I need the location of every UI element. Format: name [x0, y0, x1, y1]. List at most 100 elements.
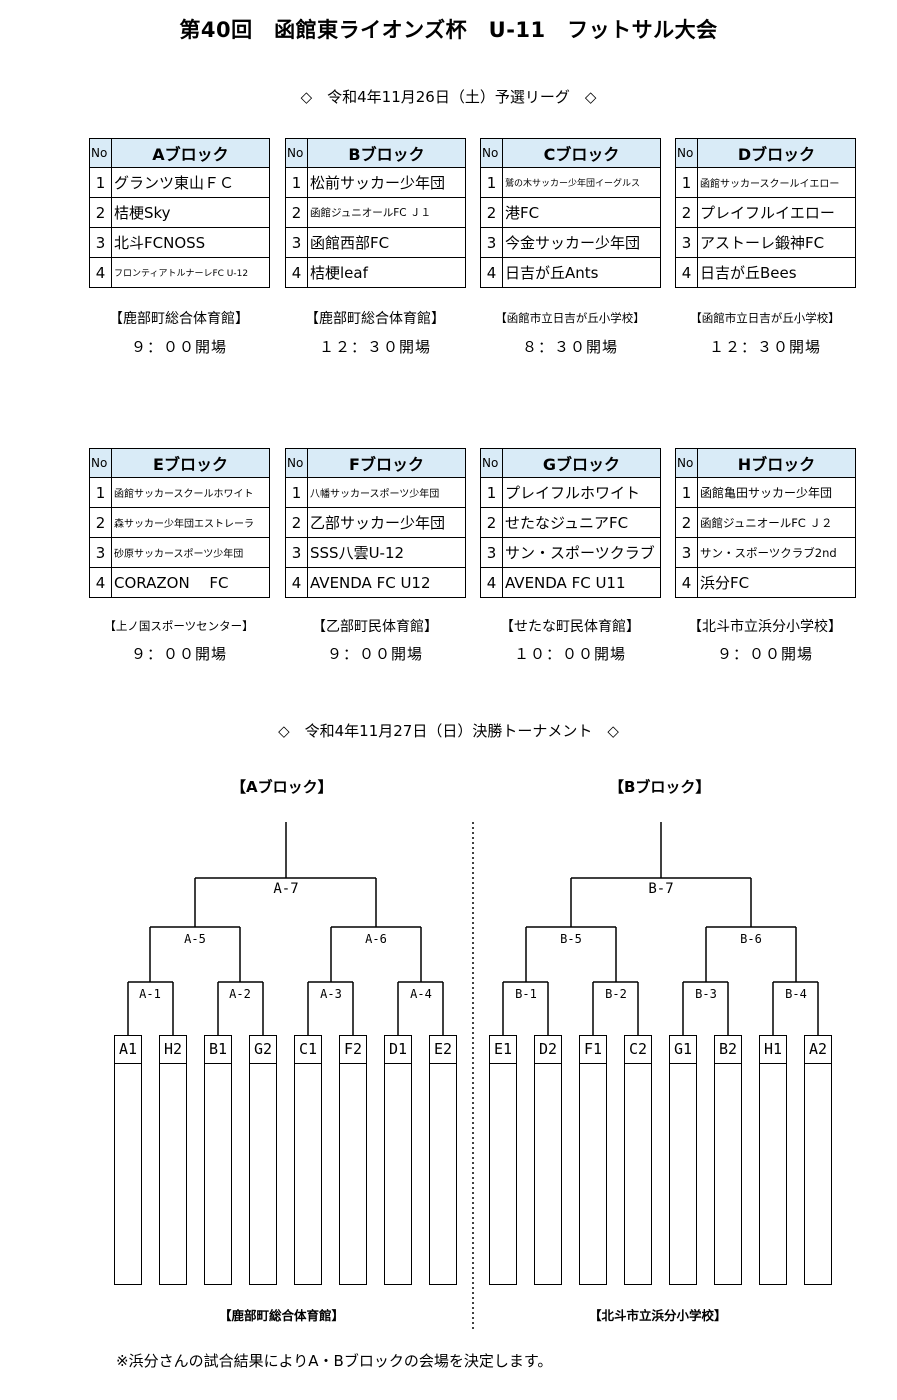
time-a: ９：００開場 — [130, 338, 227, 356]
bracket-slot: B2 — [714, 1035, 742, 1285]
slot-label: H1 — [760, 1036, 786, 1064]
team-name: 函館サッカースクールイエロー — [697, 167, 856, 198]
slot-label: A2 — [805, 1036, 831, 1064]
team-name: 函館ジュニオールFC Ｊ２ — [697, 507, 856, 538]
bracket-slot: D1 — [384, 1035, 412, 1285]
team-name: AVENDA FC U11 — [502, 567, 661, 598]
match-label: A-6 — [365, 932, 387, 946]
match-label: B-5 — [560, 932, 582, 946]
team-name: サン・スポーツクラブ2nd — [697, 537, 856, 568]
block-name: Gブロック — [502, 448, 661, 478]
team-name: 浜分FC — [697, 567, 856, 598]
bracket-slot: E2 — [429, 1035, 457, 1285]
venue-f: 【乙部町民体育館】 — [312, 619, 438, 635]
time-c: ８：３０開場 — [521, 338, 618, 356]
venue-g: 【せたな町民体育館】 — [500, 619, 640, 635]
match-label: A-4 — [410, 987, 432, 1001]
block-name: Dブロック — [697, 138, 856, 168]
team-name: アストーレ鍛神FC — [697, 227, 856, 258]
no-header: No — [480, 138, 503, 168]
slot-label: E2 — [430, 1036, 456, 1064]
no-header: No — [675, 138, 698, 168]
team-name: 松前サッカー少年団 — [307, 167, 466, 198]
match-label: A-1 — [139, 987, 161, 1001]
time-d: １２：３０開場 — [708, 338, 821, 356]
time-b: １２：３０開場 — [318, 338, 431, 356]
team-name: サン・スポーツクラブ — [502, 537, 661, 568]
bracket-slot: H2 — [159, 1035, 187, 1285]
bracket-slot: B1 — [204, 1035, 232, 1285]
no-header: No — [480, 448, 503, 478]
time-h: ９：００開場 — [716, 645, 813, 663]
match-label: B-4 — [785, 987, 807, 1001]
no-header: No — [89, 448, 112, 478]
slot-label: C2 — [625, 1036, 651, 1064]
team-name: 函館ジュニオールFC Ｊ１ — [307, 197, 466, 228]
team-name: 桔梗leaf — [307, 257, 466, 288]
bracket-slot: H1 — [759, 1035, 787, 1285]
venue-b: 【鹿部町総合体育館】 — [305, 311, 445, 327]
bracket-venue-b: 【北斗市立浜分小学校】 — [589, 1308, 727, 1323]
slot-label: H2 — [160, 1036, 186, 1064]
match-label: B-2 — [605, 987, 627, 1001]
bracket-title-b: 【Bブロック】 — [609, 778, 711, 796]
venue-a: 【鹿部町総合体育館】 — [109, 311, 249, 327]
day2-heading: ◇ 令和4年11月27日（日）決勝トーナメント ◇ — [278, 722, 619, 740]
team-name: グランツ東山ＦＣ — [111, 167, 270, 198]
team-name: フロンティアトルナーレFC U-12 — [111, 257, 270, 288]
bracket-slot: C2 — [624, 1035, 652, 1285]
team-name: 今金サッカー少年団 — [502, 227, 661, 258]
time-g: １０：００開場 — [513, 645, 626, 663]
team-name: 桔梗Sky — [111, 197, 270, 228]
slot-label: G1 — [670, 1036, 696, 1064]
bracket-slot: C1 — [294, 1035, 322, 1285]
bracket-slot: G1 — [669, 1035, 697, 1285]
match-label: A-7 — [273, 881, 298, 897]
match-label: B-7 — [648, 881, 673, 897]
slot-label: B2 — [715, 1036, 741, 1064]
venue-e: 【上ノ国スポーツセンター】 — [104, 619, 254, 633]
bracket-slot: G2 — [249, 1035, 277, 1285]
slot-label: A1 — [115, 1036, 141, 1064]
match-label: A-2 — [229, 987, 251, 1001]
slot-label: F1 — [580, 1036, 606, 1064]
venue-h: 【北斗市立浜分小学校】 — [688, 619, 842, 635]
time-f: ９：００開場 — [326, 645, 423, 663]
team-name: 日吉が丘Bees — [697, 257, 856, 288]
time-e: ９：００開場 — [130, 645, 227, 663]
match-label: B-1 — [515, 987, 537, 1001]
team-name: 函館西部FC — [307, 227, 466, 258]
team-name: プレイフルイエロー — [697, 197, 856, 228]
block-name: Eブロック — [111, 448, 270, 478]
block-name: Cブロック — [502, 138, 661, 168]
team-name: 森サッカー少年団エストレーラ — [111, 507, 270, 538]
page-title: 第40回 函館東ライオンズ杯 U-11 フットサル大会 — [179, 18, 718, 42]
slot-label: D2 — [535, 1036, 561, 1064]
bracket-title-a: 【Aブロック】 — [231, 778, 333, 796]
match-label: B-6 — [740, 932, 762, 946]
team-name: プレイフルホワイト — [502, 477, 661, 508]
venue-c: 【函館市立日吉が丘小学校】 — [495, 311, 645, 325]
team-name: 北斗FCNOSS — [111, 227, 270, 258]
team-name: 日吉が丘Ants — [502, 257, 661, 288]
bracket-slot: F1 — [579, 1035, 607, 1285]
slot-label: C1 — [295, 1036, 321, 1064]
slot-label: G2 — [250, 1036, 276, 1064]
team-name: AVENDA FC U12 — [307, 567, 466, 598]
no-header: No — [285, 448, 308, 478]
match-label: A-3 — [320, 987, 342, 1001]
bracket-slot: A1 — [114, 1035, 142, 1285]
footnote: ※浜分さんの試合結果によりA・Bブロックの会場を決定します。 — [116, 1352, 553, 1370]
slot-label: D1 — [385, 1036, 411, 1064]
team-name: 函館亀田サッカー少年団 — [697, 477, 856, 508]
block-name: Bブロック — [307, 138, 466, 168]
bracket-slot: F2 — [339, 1035, 367, 1285]
match-label: A-5 — [184, 932, 206, 946]
